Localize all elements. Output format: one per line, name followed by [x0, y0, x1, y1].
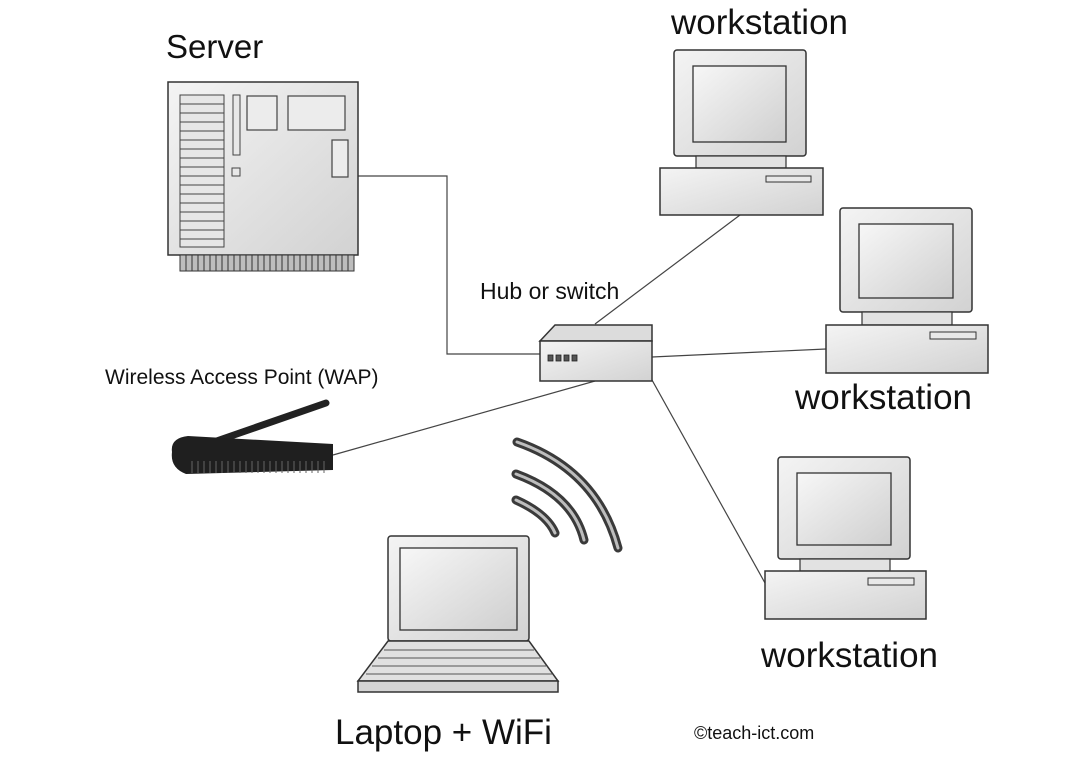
wifi-signal-icon — [511, 437, 623, 553]
cable-hub-wap — [332, 380, 596, 456]
server-icon — [167, 81, 359, 272]
workstation-middle-label: workstation — [795, 378, 973, 417]
workstation-bottom-label: workstation — [761, 636, 939, 675]
cable-hub-workstation-bottom — [651, 379, 766, 584]
hub-label: Hub or switch — [480, 278, 620, 304]
laptop-label: Laptop + WiFi — [335, 713, 552, 752]
workstation-bottom-icon — [764, 456, 927, 620]
workstation-top-icon — [659, 49, 824, 216]
wap-label: Wireless Access Point (WAP) — [105, 366, 379, 389]
hub-switch-icon — [538, 324, 653, 382]
cable-server-hub — [358, 175, 540, 355]
laptop-icon — [356, 535, 560, 693]
workstation-middle-icon — [825, 207, 989, 374]
connection-cables — [332, 175, 827, 584]
copyright-label: ©teach-ict.com — [694, 723, 815, 743]
cable-hub-workstation-middle — [651, 348, 827, 358]
cable-hub-workstation-top — [594, 214, 741, 325]
wireless-access-point-icon — [171, 399, 333, 474]
server-label: Server — [166, 28, 264, 65]
workstation-top-label: workstation — [671, 3, 849, 42]
